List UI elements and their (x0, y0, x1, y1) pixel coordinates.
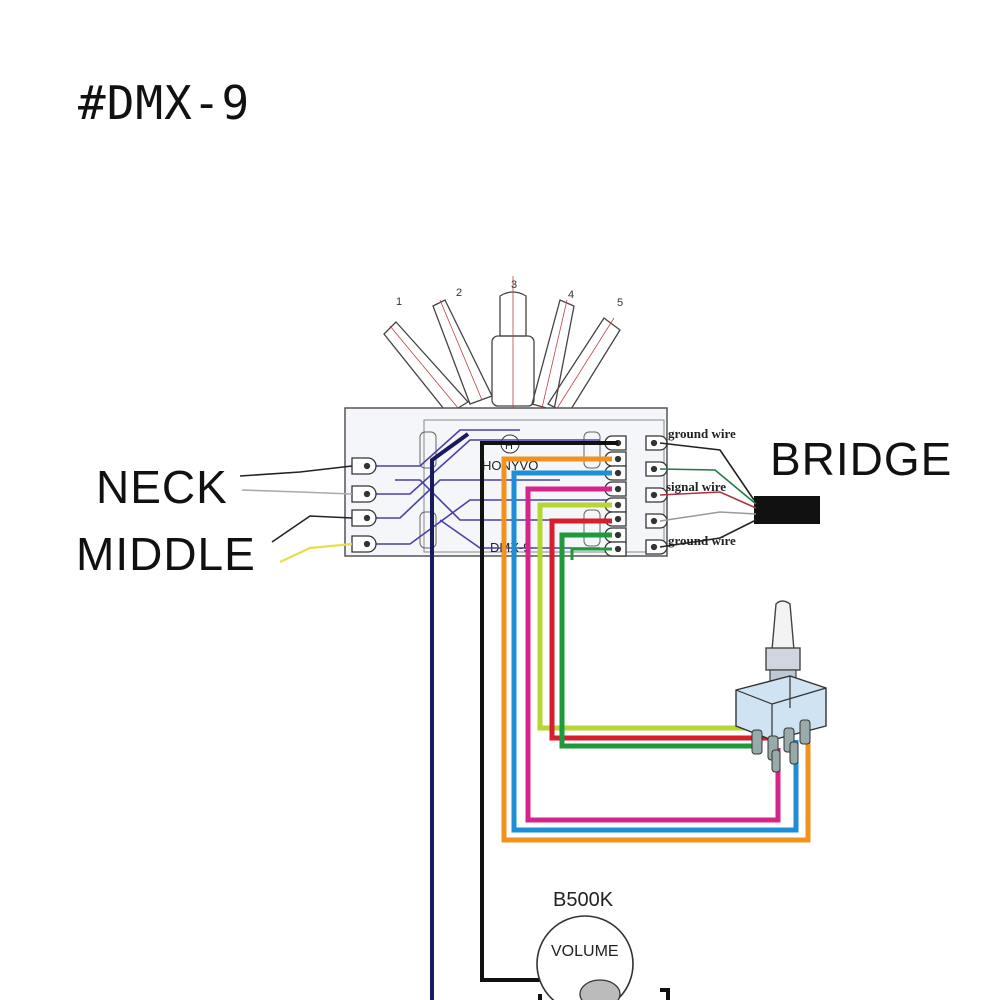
lever-label-1: 1 (396, 296, 402, 308)
pot-value-label: B500K (553, 889, 614, 911)
middle-terminal-2 (351, 535, 377, 553)
middle-label: MIDDLE (76, 528, 256, 580)
bridge-terminal-2 (645, 461, 668, 477)
bridge-terminals (645, 435, 668, 555)
wire-black (480, 441, 618, 982)
lever-position-5 (547, 317, 621, 415)
diagram-title: #DMX-9 (78, 76, 251, 130)
left-terminals (351, 457, 377, 553)
lever-label-2: 2 (456, 287, 462, 299)
bridge-terminal-5 (645, 539, 668, 555)
wire-navy (430, 432, 470, 1000)
board-traces (372, 429, 610, 549)
lever-label-3: 3 (511, 279, 517, 291)
neck-label: NECK (96, 461, 228, 513)
neck-terminal-2 (351, 485, 377, 503)
lever-position-3 (491, 276, 535, 408)
wire-blue (511, 470, 799, 833)
volume-label: VOLUME (551, 943, 619, 960)
ground-wire-label-top: ground wire (668, 426, 736, 441)
middle-terminal-1 (351, 509, 377, 527)
signal-wire-label: signal wire (666, 479, 726, 494)
bridge-terminal-4 (645, 513, 668, 529)
bridge-lead-wires (659, 442, 757, 548)
switch-center-letter: H (505, 440, 513, 452)
switch-lever-fan (383, 276, 621, 415)
bridge-label: BRIDGE (770, 433, 953, 485)
bridge-terminal-3 (645, 487, 668, 503)
wire-magenta (525, 486, 781, 823)
neck-terminal-1 (351, 457, 377, 475)
board-brand: HONYVO (482, 458, 538, 473)
output-terminals (604, 435, 627, 557)
lever-position-4 (531, 299, 575, 411)
wire-lime (537, 502, 780, 731)
bridge-pickup-connector (754, 496, 820, 524)
wire-green-stub (570, 547, 612, 560)
wire-green (559, 532, 762, 749)
lever-label-4: 4 (568, 289, 574, 301)
ground-wire-label-bottom: ground wire (668, 533, 736, 548)
volume-pot (536, 915, 670, 1000)
neck-middle-lead-wires (239, 465, 353, 563)
wire-red (549, 518, 770, 741)
toggle-switch (735, 600, 827, 773)
wire-orange (501, 456, 811, 843)
lever-position-2 (432, 299, 493, 405)
lever-label-5: 5 (617, 297, 623, 309)
